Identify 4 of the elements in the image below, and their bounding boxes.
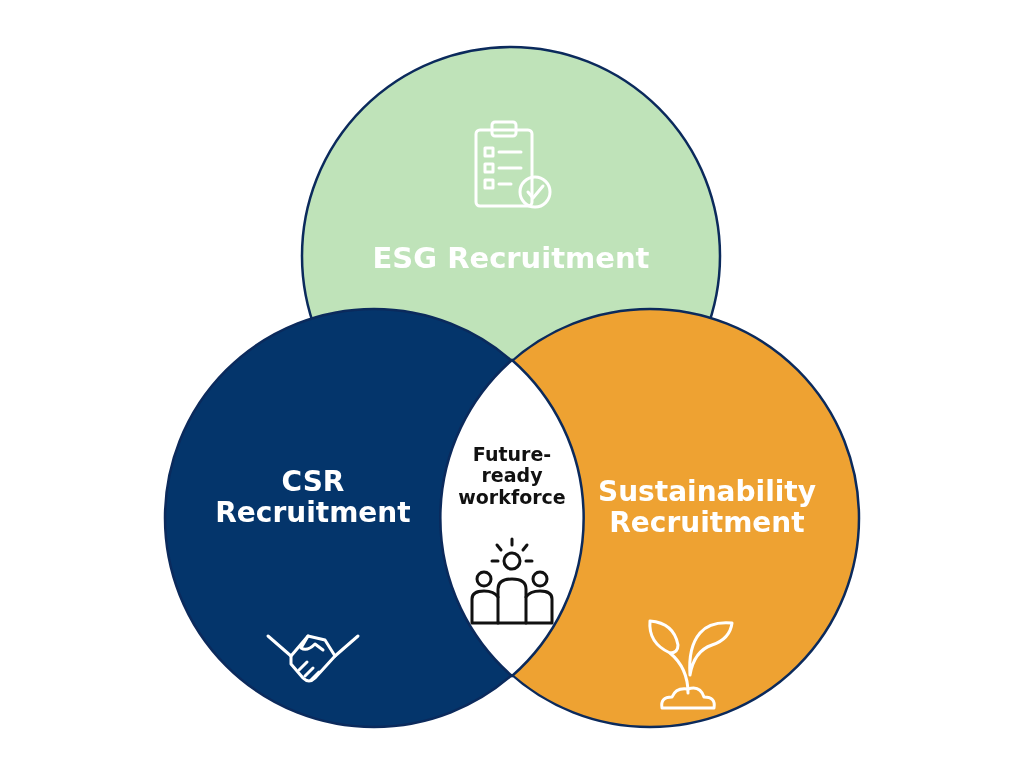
circle-title: ESG Recruitment xyxy=(371,242,651,275)
circle-title: CSR Recruitment xyxy=(214,466,412,529)
circle-title: Sustainability Recruitment xyxy=(597,476,817,539)
center-label: Future-ready workforce xyxy=(457,444,567,508)
